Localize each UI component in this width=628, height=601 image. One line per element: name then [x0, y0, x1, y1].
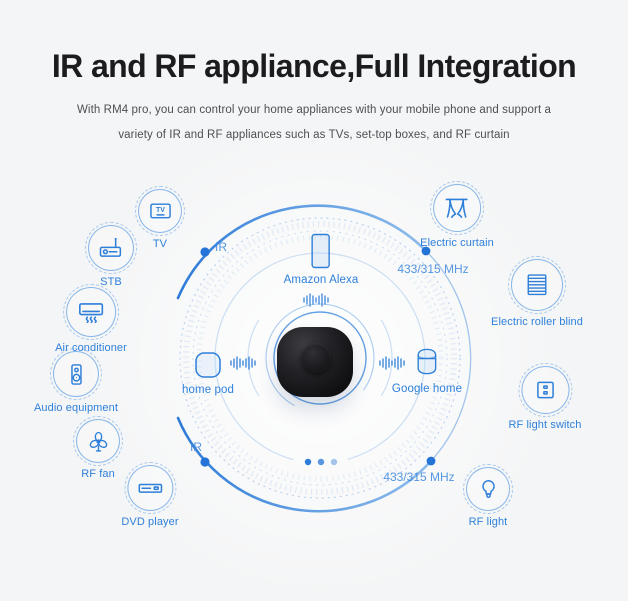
page-title: IR and RF appliance,Full Integration: [51, 48, 577, 84]
page-subtitle-line1: With RM4 pro, you can control your home …: [76, 104, 552, 116]
home-pod-icon: [195, 352, 221, 378]
appliance-label-audio-equipment: Audio equipment: [33, 402, 119, 414]
google-home-speaker-icon: [417, 348, 437, 375]
sound-wave-left-icon: [230, 356, 256, 370]
appliance-node-dvd-player: DVD player: [121, 462, 179, 528]
tv-icon-text: TV: [156, 207, 165, 214]
appliance-label-dvd-player: DVD player: [121, 516, 179, 528]
appliance-label-rf-light-switch: RF light switch: [508, 419, 582, 431]
appliance-node-stb: STB: [85, 222, 137, 288]
assistant-node-amazon-alexa: Amazon Alexa: [284, 233, 359, 286]
signal-label-rf-top: 433/315 MHz: [397, 262, 469, 276]
light-switch-icon: [536, 381, 554, 399]
appliance-label-rf-fan: RF fan: [81, 468, 115, 480]
light-bulb-icon: [481, 479, 495, 498]
roller-blind-icon: [527, 274, 547, 296]
rm4-pro-device-icon: [277, 327, 353, 397]
signal-label-ir-top: IR: [215, 240, 227, 254]
appliance-node-rf-light-switch: RF light switch: [508, 363, 582, 431]
assistant-label-home-pod: home pod: [182, 384, 234, 396]
appliance-node-electric-roller-blind: Electric roller blind: [491, 256, 583, 328]
dvd-player-icon: [138, 483, 162, 493]
appliance-label-rf-light: RF light: [468, 516, 508, 528]
appliance-node-rf-light: RF light: [463, 464, 513, 528]
device-top-disc: [301, 343, 331, 373]
appliance-node-air-conditioner: Air conditioner: [55, 284, 127, 354]
page-subtitle-line2: variety of IR and RF appliances such as …: [118, 129, 510, 141]
assistant-label-amazon-alexa: Amazon Alexa: [283, 274, 359, 286]
set-top-box-icon: [99, 237, 122, 257]
sound-wave-right-icon: [379, 356, 405, 370]
assistant-node-google-home: Google home: [392, 345, 462, 395]
fan-icon: [89, 431, 107, 452]
signal-label-ir-bottom: IR: [190, 440, 202, 454]
assistant-label-google-home: Google home: [391, 383, 463, 395]
assistant-node-home-pod: home pod: [182, 351, 234, 396]
sound-wave-center-icon: [303, 293, 329, 307]
curtain-icon: [445, 198, 469, 218]
appliance-label-stb: STB: [100, 276, 122, 288]
appliance-label-tv: TV: [152, 238, 168, 250]
appliance-label-electric-curtain: Electric curtain: [420, 237, 494, 249]
air-conditioner-icon: [78, 303, 104, 324]
tv-icon: TV: [149, 202, 171, 218]
appliance-node-tv: TV TV: [135, 186, 185, 250]
smartphone-icon: [311, 233, 331, 269]
audio-speaker-icon: [70, 363, 82, 385]
appliance-node-electric-curtain: Electric curtain: [420, 181, 494, 249]
signal-label-rf-bottom: 433/315 MHz: [383, 470, 455, 484]
appliance-label-electric-roller-blind: Electric roller blind: [491, 316, 583, 328]
appliance-node-rf-fan: RF fan: [73, 416, 123, 480]
appliance-node-audio-equipment: Audio equipment: [33, 348, 119, 414]
